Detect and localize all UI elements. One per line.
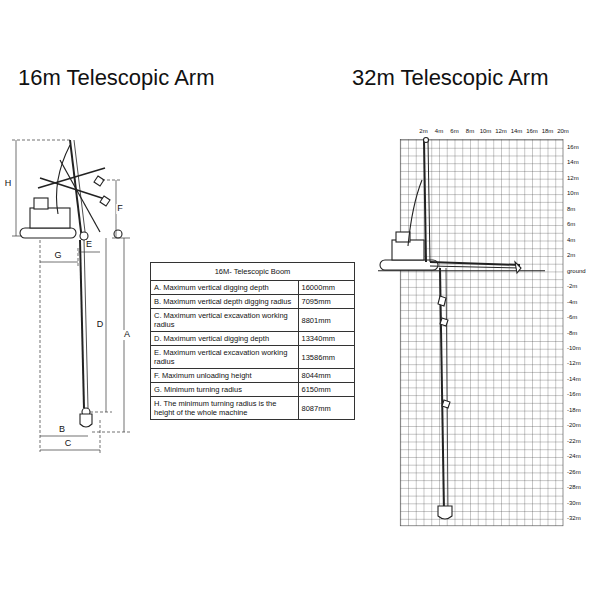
dimension-letter: F bbox=[116, 204, 124, 214]
dimension-letter: A bbox=[123, 330, 131, 340]
table-cell: 13586mm bbox=[298, 346, 354, 369]
excavator-16m bbox=[20, 140, 122, 427]
axis-label: 4m bbox=[435, 128, 443, 135]
spec-table-box: 16M- Telescopic BoomA. Maximum vertical … bbox=[150, 262, 355, 420]
table-cell: B. Maximum vertical depth digging radius bbox=[151, 295, 299, 309]
heading: 32m Telescopic Arm bbox=[352, 66, 548, 90]
dimension-letter: E bbox=[85, 240, 93, 250]
scale-grid bbox=[400, 139, 563, 526]
axis-label: ground bbox=[567, 267, 586, 274]
axis-label: -12m bbox=[567, 360, 581, 367]
axis-label: -22m bbox=[567, 437, 581, 444]
axis-label: -20m bbox=[567, 422, 581, 429]
axis-label: 4m bbox=[567, 236, 575, 243]
table-cell: 6150mm bbox=[298, 383, 354, 397]
table-cell: 16M- Telescopic Boom bbox=[151, 263, 355, 281]
axis-label: -8m bbox=[567, 329, 577, 336]
table-cell: 8087mm bbox=[298, 397, 354, 420]
axis-label: 20m bbox=[557, 128, 569, 135]
dimension-letter: C bbox=[64, 439, 73, 449]
axis-label: 2m bbox=[419, 128, 427, 135]
dimension-lines bbox=[12, 140, 130, 454]
axis-label: -32m bbox=[567, 515, 581, 522]
axis-label: -30m bbox=[567, 499, 581, 506]
axis-label: -10m bbox=[567, 345, 581, 352]
table-cell: 16000mm bbox=[298, 281, 354, 295]
axis-label: 6m bbox=[450, 128, 458, 135]
axis-label: 6m bbox=[567, 221, 575, 228]
axis-label: 8m bbox=[466, 128, 474, 135]
axis-label: 10m bbox=[567, 190, 579, 197]
spec-table: 16M- Telescopic BoomA. Maximum vertical … bbox=[150, 262, 355, 420]
axis-label: 18m bbox=[542, 128, 554, 135]
axis-label: 10m bbox=[480, 128, 492, 135]
table-cell: 13340mm bbox=[298, 332, 354, 346]
axis-label: 8m bbox=[567, 206, 575, 213]
table-cell: 7095mm bbox=[298, 295, 354, 309]
table-cell: E. Maximum vertical excavation working r… bbox=[151, 346, 299, 369]
table-cell: D. Maximum vertical digging depth bbox=[151, 332, 299, 346]
excavator-32m bbox=[378, 138, 545, 520]
axis-label: -2m bbox=[567, 283, 577, 290]
axis-label: -26m bbox=[567, 468, 581, 475]
heading: 16m Telescopic Arm bbox=[18, 66, 214, 90]
axis-label: -18m bbox=[567, 407, 581, 414]
table-cell: A. Maximum vertical digging depth bbox=[151, 281, 299, 295]
axis-label: 16m bbox=[526, 128, 538, 135]
axis-label: -4m bbox=[567, 298, 577, 305]
axis-label: -14m bbox=[567, 376, 581, 383]
dimension-letter: B bbox=[58, 425, 66, 435]
axis-label: -24m bbox=[567, 453, 581, 460]
table-cell: H. The minimum turning radius is the hei… bbox=[151, 397, 299, 420]
dimension-letter: D bbox=[96, 320, 105, 330]
axis-label: 2m bbox=[567, 252, 575, 259]
axis-label: 12m bbox=[567, 175, 579, 182]
table-cell: G. Minimum turning radius bbox=[151, 383, 299, 397]
table-cell: C. Maximum vertical excavation working r… bbox=[151, 309, 299, 332]
axis-label: 12m bbox=[495, 128, 507, 135]
axis-label: 14m bbox=[511, 128, 523, 135]
table-cell: F. Maximum unloading height bbox=[151, 369, 299, 383]
dimension-letter: G bbox=[53, 251, 62, 261]
axis-label: -28m bbox=[567, 484, 581, 491]
axis-label: 14m bbox=[567, 159, 579, 166]
table-cell: 8044mm bbox=[298, 369, 354, 383]
axis-label: 16m bbox=[567, 144, 579, 151]
axis-label: -6m bbox=[567, 314, 577, 321]
dimension-letter: H bbox=[4, 179, 13, 189]
table-cell: 8801mm bbox=[298, 309, 354, 332]
axis-label: -16m bbox=[567, 391, 581, 398]
